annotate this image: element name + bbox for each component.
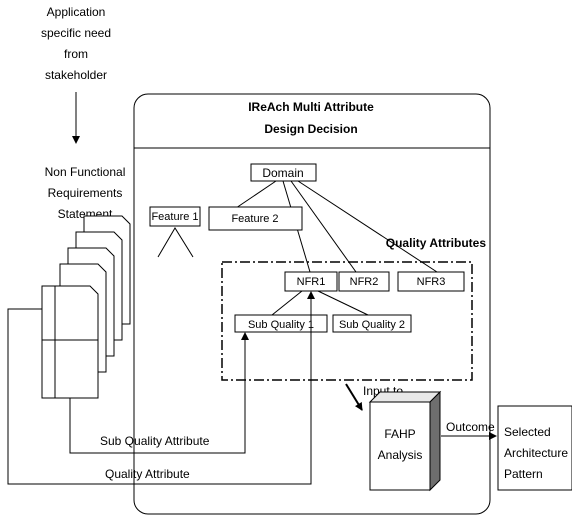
nfr2-label: NFR2 [350, 276, 379, 288]
feature-2-node [208, 206, 303, 231]
outcome-label: Outcome [446, 420, 495, 434]
framework-boundary [133, 93, 491, 515]
feature-2-label: Feature 2 [231, 213, 278, 225]
selected-pattern-label: Selected Architecture Pattern [504, 425, 568, 481]
domain-edges [235, 180, 438, 273]
framework-title: IReAch Multi Attribute Design Decision [248, 100, 374, 136]
feature-1-node [149, 206, 201, 227]
nfr3-node [397, 271, 465, 292]
input-to-arrow [345, 383, 363, 411]
quality-attribute-arrow [7, 291, 315, 485]
stakeholder-need-label: Application specific need from stakehold… [41, 5, 111, 82]
svg-text:Non Functional: Non Functional [45, 165, 126, 179]
sub-quality-attribute-label: Sub Quality Attribute [100, 434, 210, 448]
document-stack-icon [41, 215, 131, 399]
nfr3-label: NFR3 [417, 276, 446, 288]
svg-text:Design Decision: Design Decision [264, 122, 357, 136]
svg-text:FAHP: FAHP [384, 427, 415, 441]
sub-quality-attribute-arrow [69, 332, 249, 454]
sub-quality-1-node [234, 314, 328, 333]
svg-text:Application: Application [47, 5, 106, 19]
sub-quality-2-label: Sub Quality 2 [339, 319, 405, 331]
nfr1-edges [271, 290, 369, 316]
svg-text:IReAch Multi Attribute: IReAch Multi Attribute [248, 100, 374, 114]
fahp-analysis-node: FAHP Analysis [368, 390, 442, 492]
quality-attributes-region [221, 261, 473, 381]
svg-text:Analysis: Analysis [378, 448, 423, 462]
quality-attribute-label: Quality Attribute [105, 467, 190, 481]
domain-label: Domain [262, 166, 303, 180]
svg-text:from: from [64, 47, 88, 61]
svg-text:specific need: specific need [41, 26, 111, 40]
nfr1-label: NFR1 [297, 276, 326, 288]
nfr-statement-label: Non Functional Requirements Statement [45, 165, 126, 221]
feature-1-label: Feature 1 [151, 211, 198, 223]
sub-quality-2-node [332, 314, 412, 333]
svg-text:Pattern: Pattern [504, 467, 543, 481]
nfr2-node [338, 271, 390, 292]
svg-text:Architecture: Architecture [504, 446, 568, 460]
sub-quality-1-label: Sub Quality 1 [248, 319, 314, 331]
svg-text:stakeholder: stakeholder [45, 68, 107, 82]
selected-pattern-node [497, 405, 572, 491]
feature-1-expansion [157, 227, 194, 258]
quality-attributes-label: Quality Attributes [386, 236, 487, 250]
svg-text:Selected: Selected [504, 425, 551, 439]
svg-text:Requirements: Requirements [48, 186, 123, 200]
